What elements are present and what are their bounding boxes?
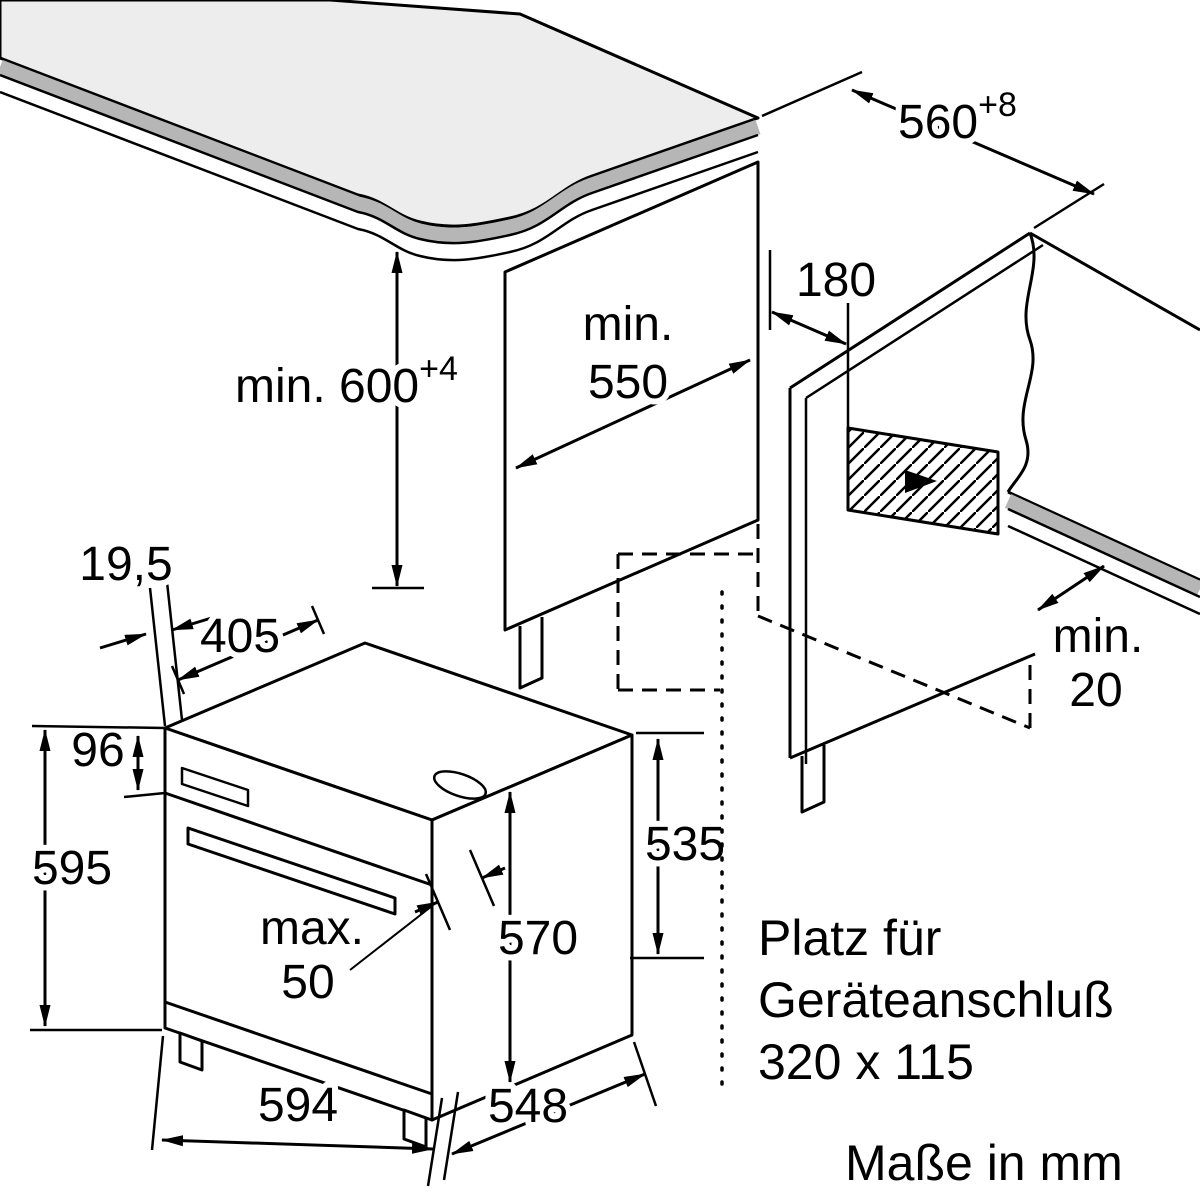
dimension-line	[515, 358, 751, 470]
side-panel-right	[788, 231, 1200, 814]
dimension-line	[177, 618, 319, 682]
dimension-label: 550	[588, 356, 668, 409]
oven-foot-left	[178, 1031, 204, 1072]
plinth-stripe	[1004, 494, 1200, 596]
dimension-line	[851, 88, 1095, 196]
panel-bottom-edge	[789, 652, 1036, 760]
dimension-label: 405	[200, 610, 280, 663]
connection-area-marker-icon	[905, 470, 937, 493]
connection-note-line: Geräteanschluß	[758, 972, 1114, 1028]
dimension-label: min. 600+4	[235, 350, 458, 413]
dim-rear-gap: min. 20	[1037, 564, 1149, 723]
dim-top-depth: 405	[170, 604, 326, 695]
extension-line	[31, 724, 166, 730]
connection-note-line: 320 x 115	[758, 1034, 974, 1090]
dim-niche-height: min. 600+4	[229, 251, 464, 590]
connection-note: Platz für Geräteanschluß 320 x 115	[752, 904, 1120, 1096]
control-panel-line	[164, 791, 433, 887]
dimension-arrow	[414, 900, 439, 916]
extension-line	[761, 70, 863, 118]
worktop-edge-line	[0, 73, 759, 245]
plinth-right	[1004, 490, 1200, 616]
extension-line	[165, 581, 184, 721]
extension-line	[426, 1097, 444, 1187]
dim-oven-width: 594	[150, 1035, 460, 1187]
dimension-line	[161, 1135, 434, 1154]
plinth-mid-line	[1007, 507, 1200, 599]
door-bottom-line	[164, 1000, 433, 1096]
top-recess-oval	[432, 770, 488, 800]
dimension-label: 19,5	[79, 538, 172, 591]
dimension-label: 96	[71, 724, 124, 777]
panel-top-edge	[789, 231, 1031, 390]
door-handle	[186, 826, 397, 916]
dimension-label: 20	[1069, 664, 1122, 717]
control-display	[180, 766, 250, 808]
dim-door-height: 570	[492, 791, 584, 1083]
base-cabinet	[503, 160, 760, 690]
dim-connection-offset: 180	[768, 248, 882, 428]
oven-front-face	[163, 726, 434, 1122]
dimension-line	[771, 310, 847, 346]
dimension-label: max.	[260, 902, 364, 955]
extension-line	[123, 791, 166, 799]
dimension-label: 560+8	[898, 86, 1017, 149]
units-note: Maße in mm	[845, 1135, 1123, 1191]
connection-note-line: Platz für	[758, 910, 941, 966]
extension-line	[1033, 182, 1105, 230]
worktop-left	[0, 0, 761, 262]
wall-top-edge	[1029, 231, 1200, 332]
panel-foot	[800, 745, 826, 814]
dim-handle-protrusion: max. 50	[254, 849, 506, 1015]
niche-hidden-edges	[616, 524, 1032, 730]
panel-inner-top-edge	[805, 243, 1044, 400]
leader-line	[349, 905, 433, 971]
worktop-underside-line	[0, 90, 759, 262]
dimension-label: 535	[645, 818, 725, 871]
extension-line	[150, 1035, 165, 1151]
dimension-arrow	[99, 632, 147, 650]
extension-line	[148, 587, 167, 727]
dimension-label: 50	[281, 956, 334, 1009]
dimension-label: 548	[488, 1080, 568, 1133]
oven	[163, 641, 634, 1149]
dim-niche-depth: min. 550	[515, 292, 751, 470]
dim-panel-height: 96	[65, 718, 166, 799]
dim-rear-height: 535	[630, 731, 731, 960]
dimension-line	[451, 1072, 646, 1156]
dimension-label: min.	[1053, 610, 1144, 663]
worktop-edge-stripe	[0, 59, 761, 243]
dimension-label: min.	[583, 298, 674, 351]
dimension-label: 594	[258, 1079, 338, 1132]
plinth-top-line	[1007, 490, 1200, 582]
dimension-label: 570	[498, 912, 578, 965]
dimension-line	[1037, 564, 1105, 612]
dim-oven-height: 595	[26, 724, 166, 1032]
dim-oven-depth: 548	[451, 1041, 658, 1156]
dim-niche-width: 560+8	[761, 70, 1105, 230]
dimension-label: 595	[32, 842, 112, 895]
dimension-arrow	[481, 864, 506, 880]
connection-area	[846, 426, 1000, 536]
hidden-edge	[757, 614, 1031, 730]
oven-foot-right	[402, 1108, 428, 1149]
worktop-top-surface	[0, 0, 760, 228]
dim-frame-offset: 19,5	[73, 532, 219, 727]
panel-break-wave	[1006, 232, 1036, 493]
cabinet-foot	[518, 617, 544, 690]
dimension-label: 180	[796, 254, 876, 307]
